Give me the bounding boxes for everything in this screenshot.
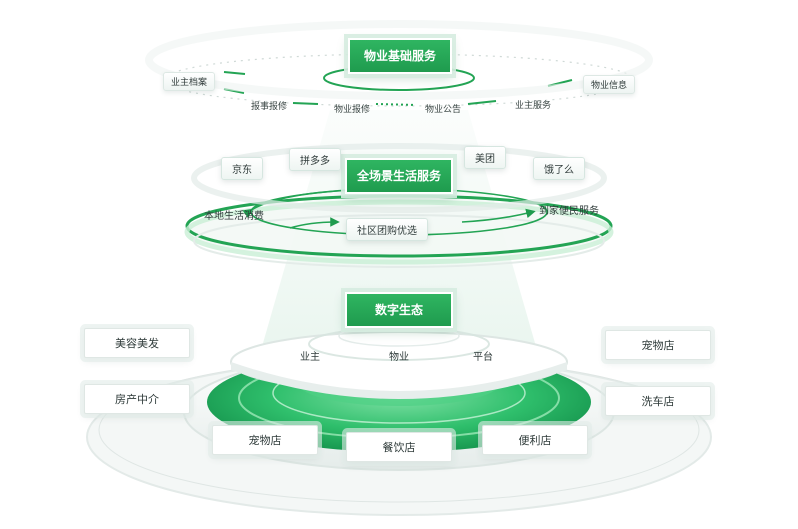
tier1-item: 物业信息: [583, 75, 636, 94]
tier2-item: 到家便民服务: [539, 206, 599, 217]
tier3-item: 平台: [473, 352, 493, 363]
store-card: 宠物店: [212, 425, 318, 455]
tier1-item: 业主服务: [515, 101, 552, 111]
store-card: 宠物店: [605, 330, 711, 360]
tier3-item: 物业: [389, 352, 409, 363]
tier1-item: 物业报修: [334, 105, 371, 115]
tier2-item: 美团: [464, 146, 506, 169]
store-card: 房产中介: [84, 384, 190, 414]
tier3-item: 业主: [300, 352, 320, 363]
tier2-item: 本地生活消费: [204, 211, 264, 222]
tier2-title: 全场景生活服务: [345, 158, 453, 194]
tier3-title: 数字生态: [345, 292, 453, 328]
store-card: 洗车店: [605, 386, 711, 416]
tier1-item: 业主档案: [163, 72, 216, 91]
store-card: 便利店: [482, 425, 588, 455]
tier1-item: 报事报修: [251, 102, 288, 112]
tier2-item: 京东: [221, 157, 263, 180]
tier2-item: 饿了么: [533, 157, 585, 180]
tier2-item: 拼多多: [289, 148, 341, 171]
tier2-green-ring: [185, 194, 613, 258]
store-card: 美容美发: [84, 328, 190, 358]
tier2-item: 社区团购优选: [346, 218, 428, 241]
tier1-item: 物业公告: [425, 105, 462, 115]
store-card: 餐饮店: [346, 432, 452, 462]
tier1-title: 物业基础服务: [348, 38, 452, 74]
